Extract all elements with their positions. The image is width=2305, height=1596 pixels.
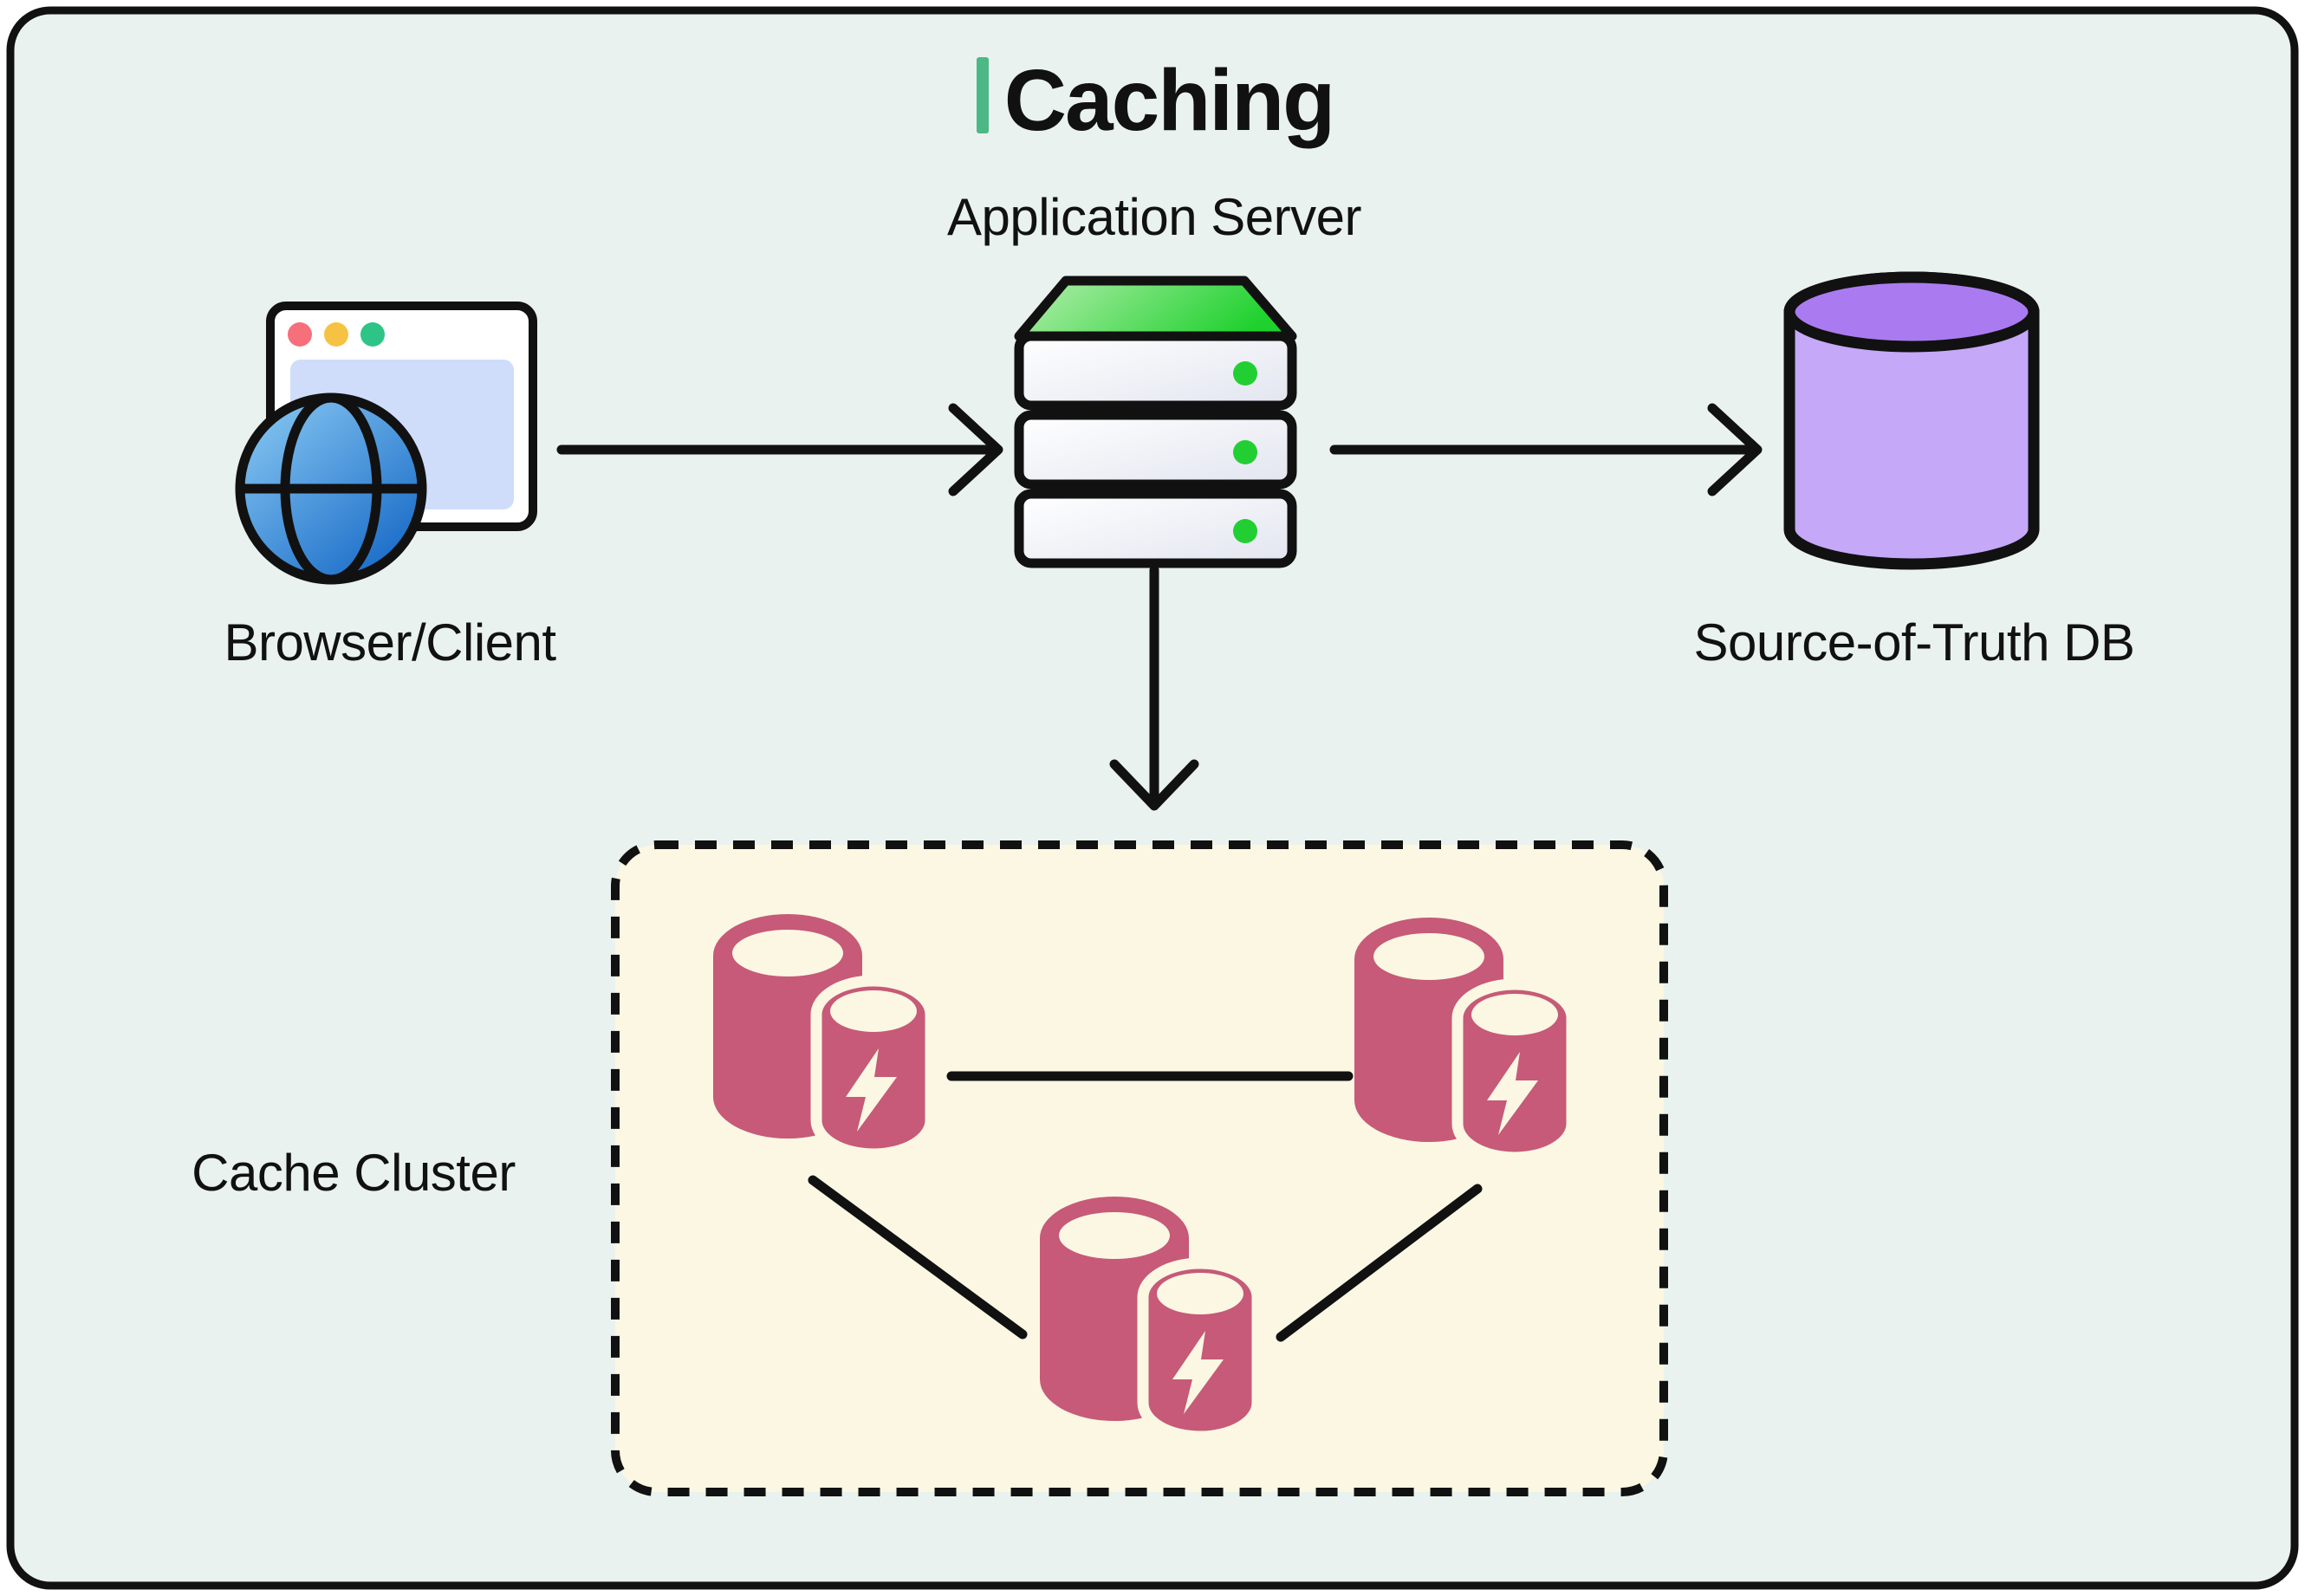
server-led-1-icon: [1233, 361, 1257, 386]
database-cylinder-icon: [1783, 271, 2040, 570]
arrow-browser-to-server: [556, 403, 1003, 496]
server-led-2-icon: [1233, 440, 1257, 464]
source-of-truth-db-label: Source-of-Truth DB: [1694, 613, 2135, 671]
arrowhead-right-icon: [1707, 403, 1763, 496]
server-slab-2: [1014, 410, 1297, 490]
arrow-server-to-cache: [1109, 565, 1199, 811]
arrowhead-right-icon: [948, 403, 1003, 496]
traffic-dot-red-icon: [288, 322, 312, 347]
title-accent-bar: [977, 57, 989, 133]
server-top-panel: [1014, 276, 1297, 341]
server-led-3-icon: [1233, 519, 1257, 543]
server-stack-icon: [1014, 276, 1297, 568]
application-server-label: Application Server: [947, 188, 1361, 246]
globe-icon: [235, 393, 427, 585]
arrowhead-down-icon: [1109, 759, 1199, 811]
cache-link-right: [1276, 1184, 1483, 1342]
server-slab-1: [1014, 331, 1297, 411]
browser-client-label: Browser/Client: [224, 613, 556, 671]
arrow-server-to-db: [1329, 403, 1763, 496]
traffic-dot-yellow-icon: [324, 322, 348, 347]
cache-cluster-label: Cache Cluster: [192, 1144, 516, 1202]
browser-globe-icon: [235, 302, 537, 585]
cache-cluster-links: [808, 1071, 1483, 1342]
page-title: Caching: [1004, 52, 1334, 149]
db-cylinder-top: [1783, 271, 2040, 353]
traffic-dot-green-icon: [360, 322, 385, 347]
cache-link-left: [808, 1175, 1028, 1340]
server-slab-3: [1014, 489, 1297, 568]
